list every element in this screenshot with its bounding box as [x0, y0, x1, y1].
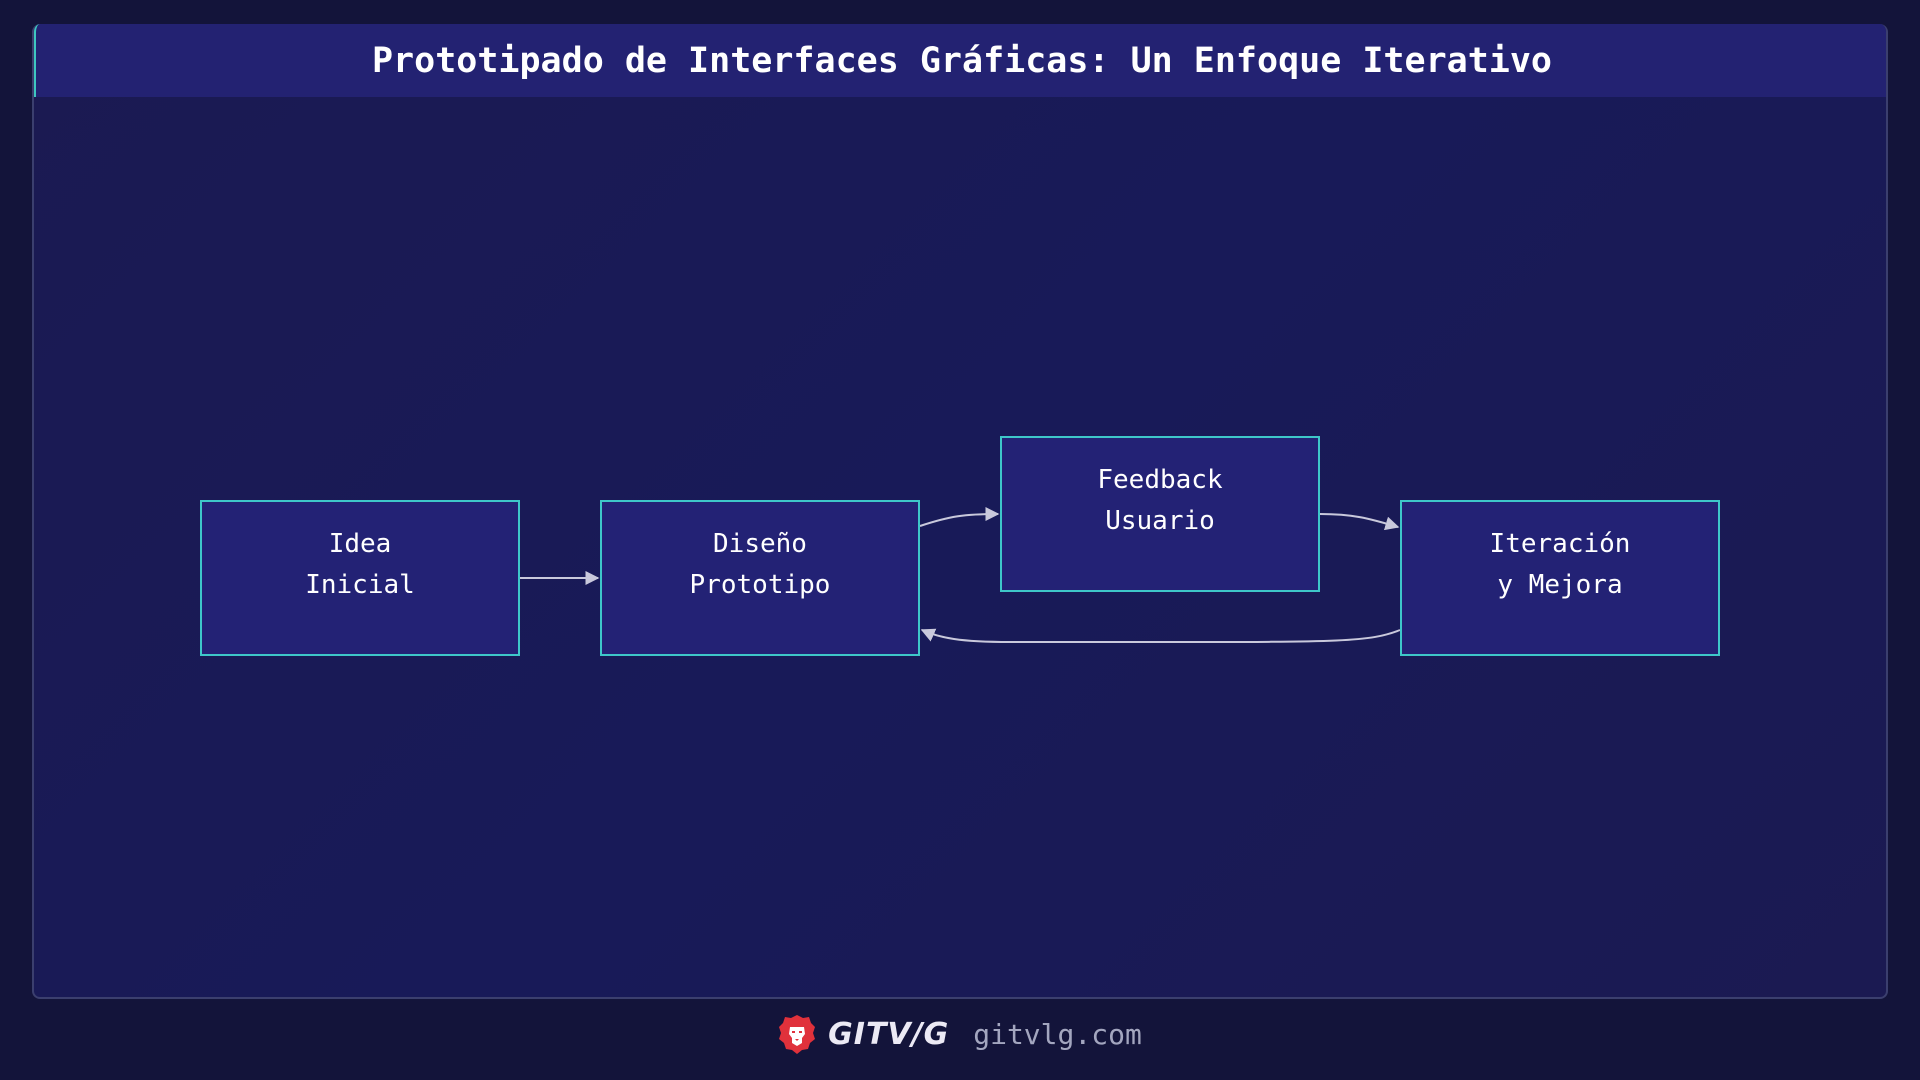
site-link[interactable]: gitvlg.com	[973, 1017, 1142, 1051]
page-title: Prototipado de Interfaces Gráficas: Un E…	[371, 40, 1553, 81]
lion-head-icon	[778, 1014, 816, 1054]
node-label-line: Inicial	[305, 570, 415, 600]
node-idea-inicial[interactable]: Idea Inicial	[200, 500, 520, 656]
node-label-line: Idea	[328, 529, 392, 559]
node-diseno-prototipo[interactable]: Diseño Prototipo	[600, 500, 920, 656]
card-header: Prototipado de Interfaces Gráficas: Un E…	[34, 24, 1886, 97]
node-label-line: y Mejora	[1497, 570, 1623, 600]
node-label-line: Diseño	[713, 529, 807, 559]
node-feedback-usuario[interactable]: Feedback Usuario	[1000, 436, 1320, 592]
node-iteracion-mejora[interactable]: Iteración y Mejora	[1400, 500, 1720, 656]
node-label-line: Iteración	[1489, 529, 1631, 559]
footer: GITV/G gitvlg.com	[0, 1008, 1920, 1060]
node-label-line: Feedback	[1097, 465, 1223, 495]
brand-name: GITV/G	[828, 1016, 950, 1052]
node-label-line: Prototipo	[689, 570, 831, 600]
node-label-line: Usuario	[1105, 506, 1215, 536]
